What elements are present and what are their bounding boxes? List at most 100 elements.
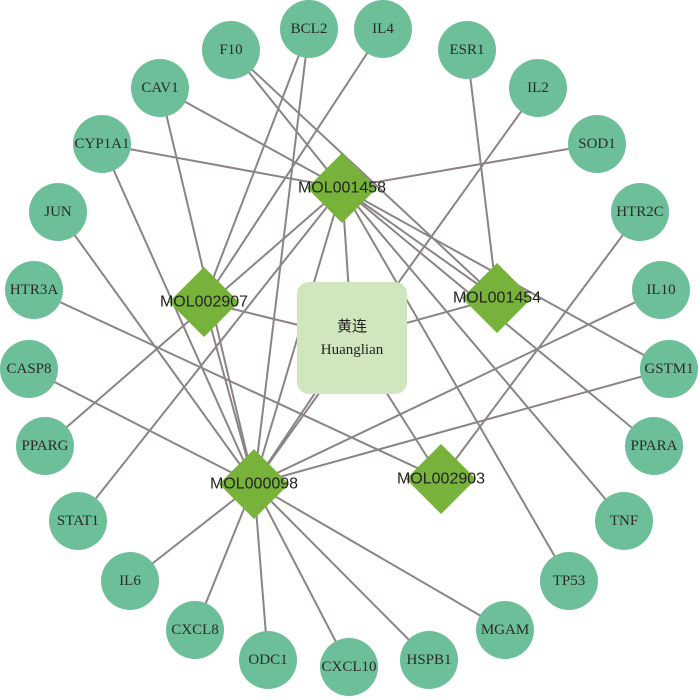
target-label: IL6 [119,573,141,589]
target-node-tp53[interactable]: TP53 [540,552,598,610]
target-node-stat1[interactable]: STAT1 [49,492,107,550]
target-circle [354,0,412,58]
target-label: IL2 [527,80,549,96]
target-label: PPARG [22,438,69,454]
compound-node-mol000098[interactable]: MOL000098 [210,449,298,519]
compound-node-mol001454[interactable]: MOL001454 [453,263,541,333]
edge-mol002907-mol000098 [203,301,255,485]
compound-diamond [462,263,532,333]
target-node-cxcl8[interactable]: CXCL8 [166,601,224,659]
target-node-hspb1[interactable]: HSPB1 [400,631,458,689]
target-node-casp8[interactable]: CASP8 [0,340,58,398]
target-circle [5,261,63,319]
target-circle [625,417,683,475]
target-node-cav1[interactable]: CAV1 [131,59,189,117]
edge-mol001458-tnf [341,187,625,522]
edge-mol002907-bcl2 [203,28,310,303]
target-label: TNF [610,513,638,529]
target-circle [476,601,534,659]
edge-mol002903-htr3a [33,289,442,480]
compound-node-mol002903[interactable]: MOL002903 [397,444,485,514]
target-circle [540,552,598,610]
target-circle [632,261,690,319]
target-node-f10[interactable]: F10 [202,21,260,79]
edge-mol000098-il10 [253,289,662,485]
herb-label-cn: 黄连 [337,318,367,335]
target-node-tnf[interactable]: TNF [595,492,653,550]
compound-node-mol002907[interactable]: MOL002907 [160,267,248,337]
herb-box [297,282,407,394]
target-label: SOD1 [578,136,616,152]
target-label: PPARA [631,438,678,454]
target-circle [131,59,189,117]
target-label: BCL2 [291,21,328,37]
target-node-htr2c[interactable]: HTR2C [611,183,669,241]
edge-mol001458-cav1 [159,87,343,189]
edge-mol000098-cxcl10 [253,483,350,668]
target-node-odc1[interactable]: ODC1 [239,631,297,689]
target-label: CAV1 [141,80,178,96]
target-label: TP53 [553,573,586,589]
target-label: JUN [44,204,72,220]
target-circle [400,631,458,689]
target-node-gstm1[interactable]: GSTM1 [640,340,698,398]
target-circle [640,340,698,398]
target-label: ESR1 [449,42,484,58]
edge-mol001458-sod1 [341,143,598,189]
target-label: HSPB1 [406,652,451,668]
edge-mol000098-cyp1a1 [101,143,255,485]
compound-label: MOL000098 [210,476,298,493]
compound-label: MOL002907 [160,294,248,311]
target-circle [0,340,58,398]
compound-diamond [406,444,476,514]
target-label: HTR2C [616,204,664,220]
edge-mol001458-f10 [230,49,343,189]
compound-diamond [307,153,377,223]
target-label: IL10 [646,282,675,298]
compound-label: MOL002903 [397,471,485,488]
edge-mol000098-casp8 [28,368,255,485]
target-circle [568,115,626,173]
edge-mol002903-htr2c [440,211,641,480]
edge-mol001458-tp53 [341,187,570,582]
target-node-mgam[interactable]: MGAM [476,601,534,659]
target-label: CASP8 [6,361,51,377]
target-circle [29,183,87,241]
edge-mol000098-mgam [253,483,506,631]
target-label: STAT1 [57,513,99,529]
target-node-jun[interactable]: JUN [29,183,87,241]
target-label: GSTM1 [644,361,693,377]
edge-mol000098-jun [57,211,255,485]
target-node-sod1[interactable]: SOD1 [568,115,626,173]
target-node-htr3a[interactable]: HTR3A [5,261,63,319]
target-node-cxcl10[interactable]: CXCL10 [320,638,378,696]
target-circle [611,183,669,241]
target-node-pparg[interactable]: PPARG [16,417,74,475]
target-node-il10[interactable]: IL10 [632,261,690,319]
edge-mol001458-stat1 [77,187,343,522]
target-node-esr1[interactable]: ESR1 [438,21,496,79]
target-node-il4[interactable]: IL4 [354,0,412,58]
edge-mol000098-bcl2 [253,28,310,485]
target-node-ppara[interactable]: PPARA [625,417,683,475]
compound-label: MOL001458 [298,180,386,197]
edge-mol001458-cyp1a1 [101,143,343,189]
target-node-bcl2[interactable]: BCL2 [280,0,338,58]
compound-diamond [219,449,289,519]
target-node-il6[interactable]: IL6 [101,552,159,610]
target-label: CXCL8 [171,622,219,638]
edge-mol001454-f10 [230,49,498,299]
target-label: F10 [219,42,242,58]
target-label: HTR3A [10,282,59,298]
target-node-cyp1a1[interactable]: CYP1A1 [73,115,131,173]
target-circle [509,59,567,117]
compound-node-mol001458[interactable]: MOL001458 [298,153,386,223]
target-circle [49,492,107,550]
compound-diamond [169,267,239,337]
target-node-il2[interactable]: IL2 [509,59,567,117]
target-circle [320,638,378,696]
target-label: CYP1A1 [74,136,129,152]
